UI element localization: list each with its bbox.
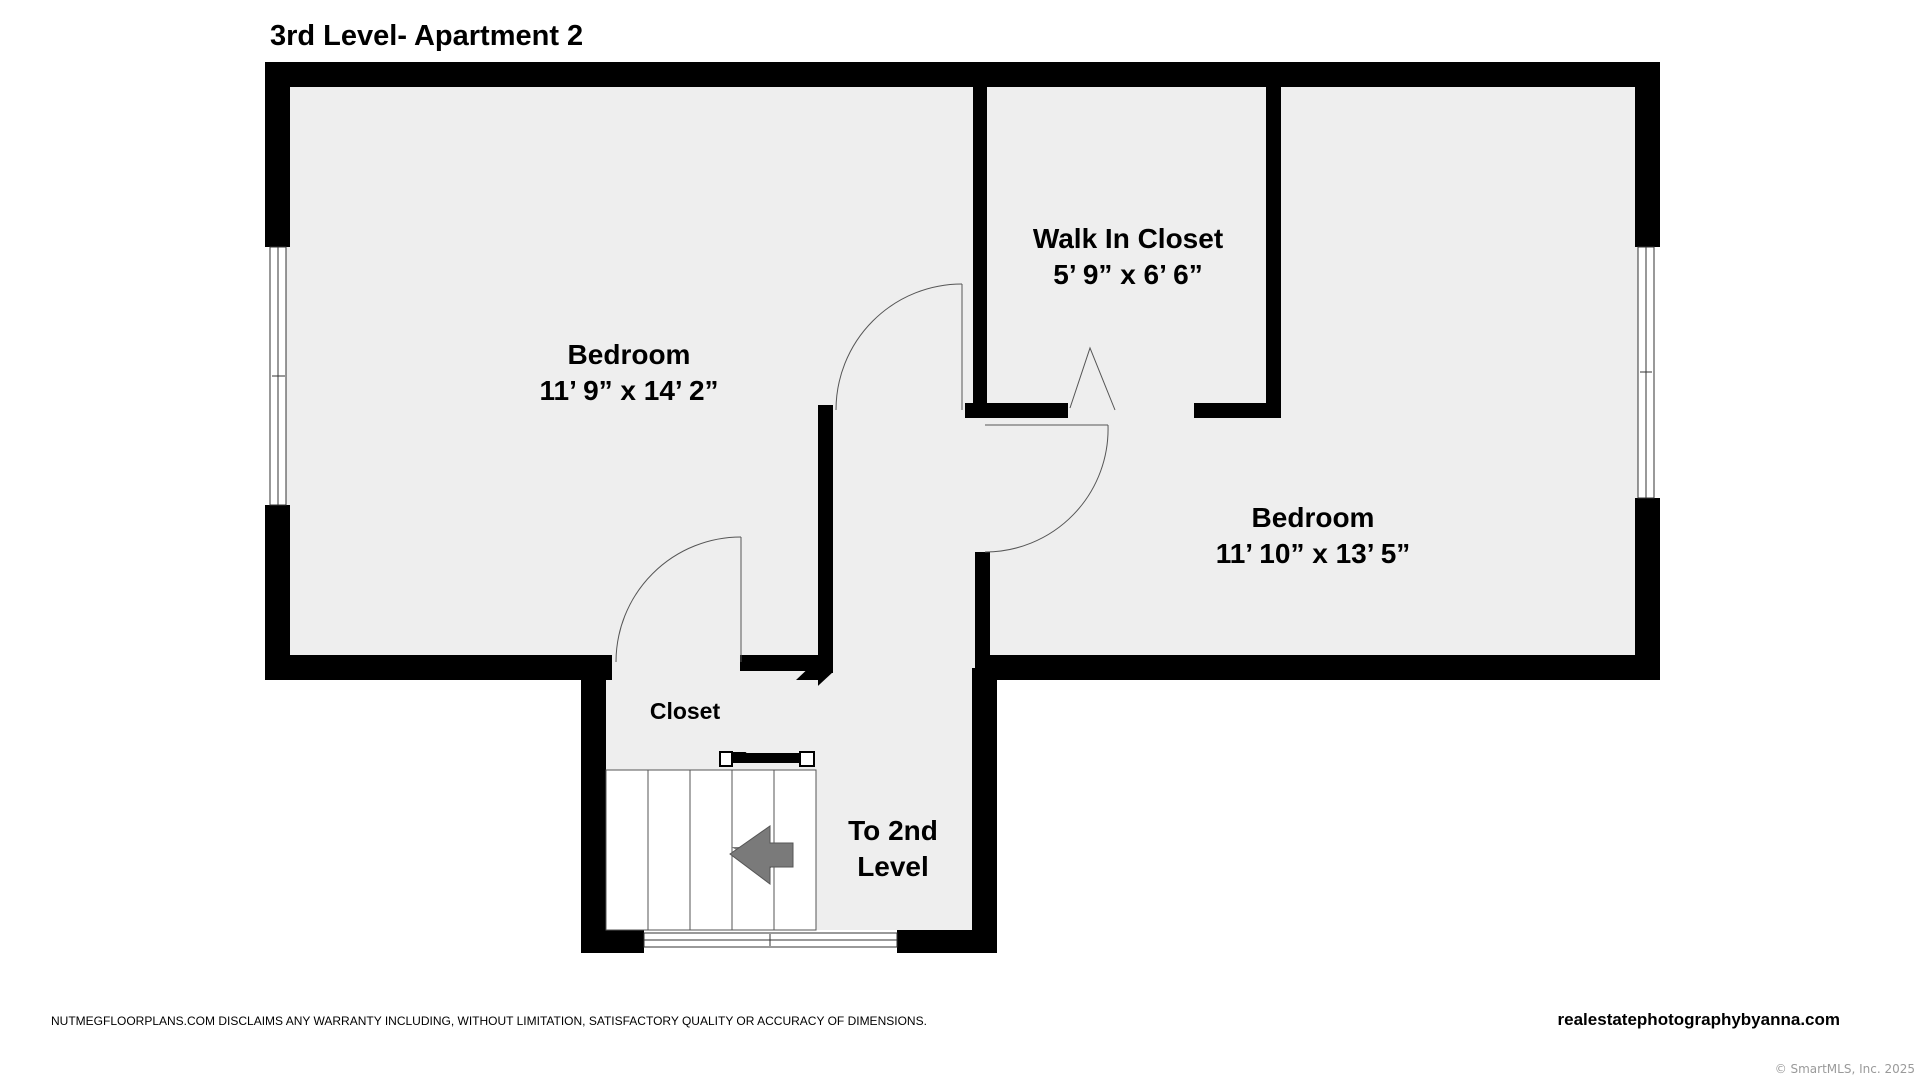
website-link[interactable]: realestatephotographybyanna.com (1557, 1010, 1840, 1029)
wall-top (265, 62, 1660, 87)
wall-wic-bottom-a (965, 403, 1068, 418)
wall-right-lower (1635, 498, 1660, 680)
disclaimer-text: NUTMEGFLOORPLANS.COM DISCLAIMS ANY WARRA… (51, 1014, 927, 1028)
bedroom-left-dims: 11’ 9” x 14’ 2” (539, 375, 718, 406)
wall-hall-right (975, 552, 990, 672)
wall-stair-right (972, 668, 997, 953)
wall-stair-bottom-right (897, 930, 997, 953)
staircase (605, 751, 817, 931)
door-closet-swing (615, 536, 742, 663)
wall-closet-top-right (740, 655, 828, 671)
wall-wic-left (973, 85, 987, 410)
bedroom-right-dims: 11’ 10” x 13’ 5” (1216, 538, 1411, 569)
wall-wic-bottom-b (1194, 403, 1281, 418)
wall-left-upper (265, 62, 290, 247)
walk-in-closet-name: Walk In Closet (1033, 223, 1223, 254)
wall-stair-bottom-left (581, 930, 644, 953)
windows (269, 246, 1655, 948)
stairs-label-line2: Level (857, 851, 929, 882)
door-wic-bifold (1069, 346, 1116, 411)
stairs-label-line1: To 2nd (848, 815, 938, 846)
wall-stair-left (581, 668, 606, 953)
door-bedroom-left-swing (835, 283, 963, 411)
floor-fills (280, 85, 1640, 930)
bedroom-right-name: Bedroom (1252, 502, 1375, 533)
stair-arrow-head-icon (729, 825, 794, 885)
door-bedroom-right-swing (984, 424, 1109, 553)
wall-left-lower (265, 505, 290, 680)
walk-in-closet-dims: 5’ 9” x 6’ 6” (1053, 259, 1202, 290)
stair-post-icon (719, 751, 733, 767)
walls (265, 62, 1660, 953)
plan-title: 3rd Level- Apartment 2 (270, 20, 584, 52)
wall-hall-left (818, 405, 833, 673)
bedroom-left-name: Bedroom (568, 339, 691, 370)
doors (615, 283, 1116, 663)
copyright-text: © SmartMLS, Inc. 2025 (1774, 1062, 1915, 1076)
room-labels: Bedroom 11’ 9” x 14’ 2” Walk In Closet 5… (539, 223, 1410, 882)
wall-bottom-left (265, 655, 612, 680)
closet-name: Closet (650, 698, 721, 724)
stair-post-icon (799, 751, 815, 767)
wall-wic-right (1266, 85, 1281, 418)
bedroom-right-floor (980, 85, 1640, 655)
wall-right-upper (1635, 62, 1660, 247)
wall-closet-bottom (730, 753, 808, 763)
closet-floor (606, 680, 818, 752)
wall-bottom-right (975, 655, 1660, 680)
